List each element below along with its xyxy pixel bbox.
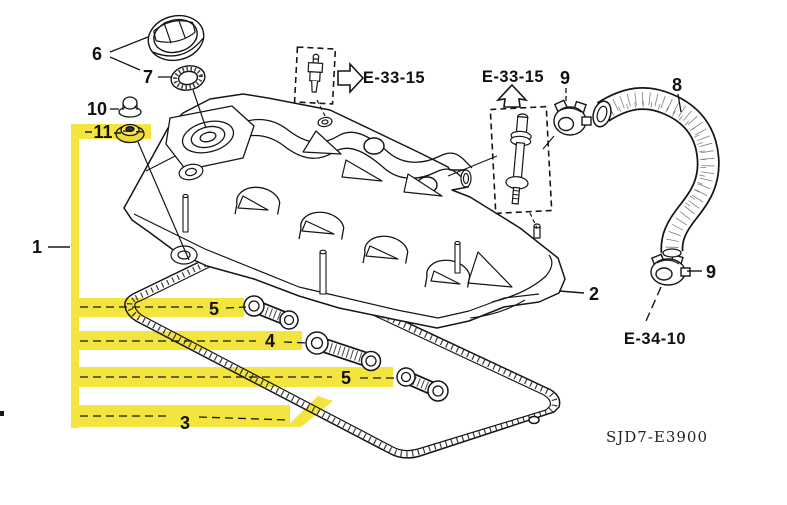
callout-1[interactable]: 1	[31, 237, 43, 257]
stud-bolt-drawing	[505, 113, 532, 205]
leader-lines	[48, 36, 702, 421]
tube-seals-drawing	[243, 295, 449, 402]
callout-2[interactable]: 2	[588, 284, 600, 304]
seal-5-lower	[396, 367, 449, 402]
ref-e-34-10[interactable]: E-34-10	[623, 329, 687, 348]
callout-9-lower[interactable]: 9	[705, 262, 717, 282]
spark-plug-drawing	[307, 53, 324, 93]
nut-drawing	[118, 96, 142, 118]
callout-10[interactable]: 10	[86, 99, 108, 119]
print-artifact-dot	[0, 411, 4, 416]
callout-8[interactable]: 8	[671, 75, 683, 95]
seal-4	[305, 331, 382, 372]
valve-cover-drawing	[123, 93, 566, 329]
callout-6[interactable]: 6	[91, 44, 103, 64]
ref-e-33-15-right[interactable]: E-33-15	[481, 67, 545, 86]
callout-3[interactable]: 3	[179, 413, 191, 433]
seal-5-upper	[243, 295, 299, 330]
highlight-band-5-upper	[71, 298, 244, 317]
service-ref-right	[447, 83, 555, 229]
cap-seal-ring	[170, 65, 206, 91]
callout-11[interactable]: 11	[93, 122, 113, 142]
arrow-up-icon	[495, 83, 529, 108]
ref-e-33-15-left[interactable]: E-33-15	[362, 68, 426, 87]
callout-5-upper[interactable]: 5	[208, 299, 220, 319]
highlight-band-3	[71, 405, 290, 427]
highlight-band-5-lower	[71, 367, 393, 387]
callout-5-lower[interactable]: 5	[340, 368, 352, 388]
highlight-bands	[71, 124, 393, 428]
oil-cap-drawing	[147, 14, 206, 91]
service-ref-left	[293, 46, 365, 117]
callout-7[interactable]: 7	[142, 67, 154, 87]
callout-4[interactable]: 4	[264, 331, 276, 351]
highlight-vertical-line	[71, 124, 79, 428]
callout-9-upper[interactable]: 9	[559, 68, 571, 88]
clamp-upper-drawing	[553, 99, 592, 136]
diagram-code: SJD7-E3900	[605, 428, 709, 446]
clamp-lower-drawing	[650, 253, 691, 286]
arrow-right-icon	[337, 61, 365, 95]
hose-drawing	[592, 87, 720, 258]
washer-drawing	[115, 123, 145, 144]
